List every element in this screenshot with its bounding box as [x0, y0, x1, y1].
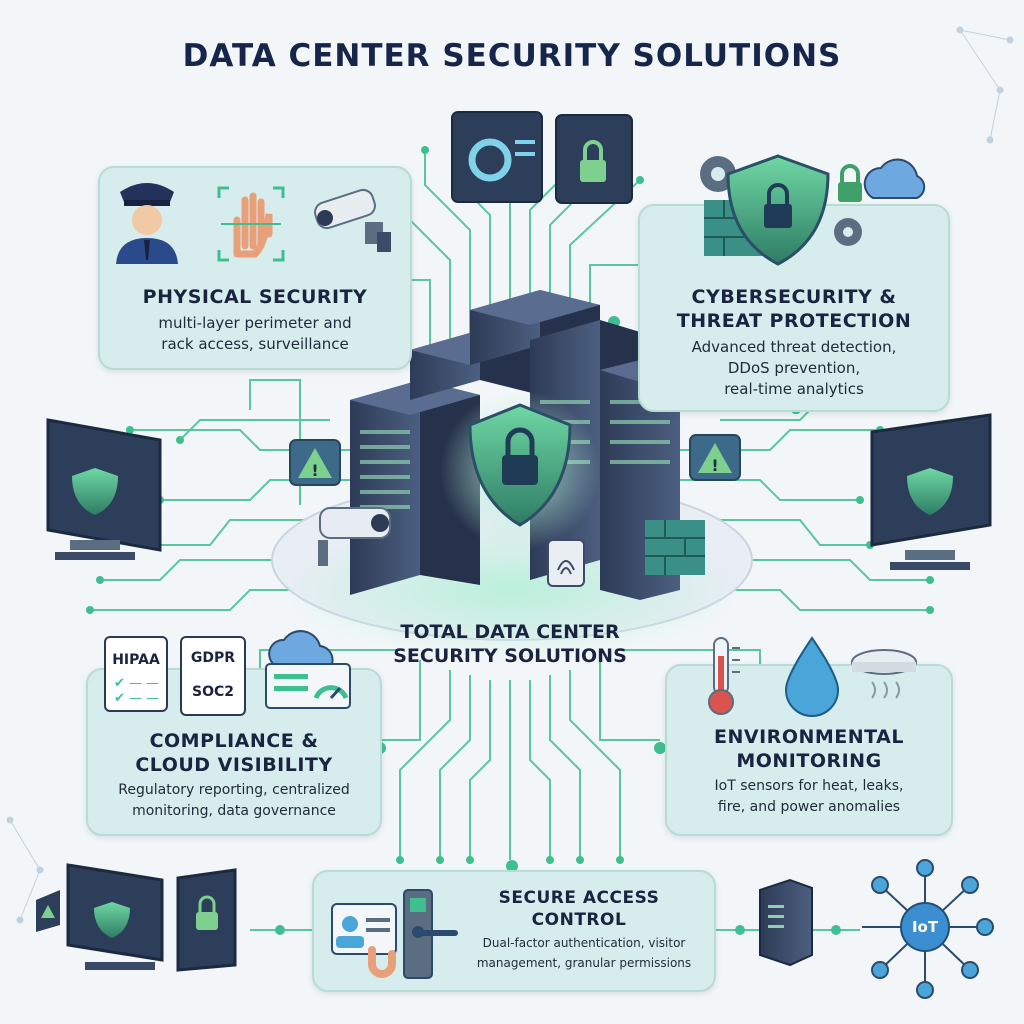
center-title-line-1: TOTAL DATA CENTER	[400, 621, 620, 643]
secure-access-title-1: SECURE ACCESS	[498, 888, 660, 908]
compliance-title-2: CLOUD VISIBILITY	[135, 754, 333, 776]
cybersecurity-desc-2: DDoS prevention,	[727, 359, 861, 377]
cloud-icon-small	[268, 630, 334, 670]
environmental-icons	[708, 636, 917, 717]
iot-hub-icon	[862, 859, 994, 999]
warning-icon-right: !	[689, 434, 741, 481]
cloud-icon	[863, 158, 926, 199]
cybersecurity-title-2: THREAT PROTECTION	[676, 310, 912, 332]
page-title: DATA CENTER SECURITY SOLUTIONS	[182, 38, 842, 74]
dashboard-icon	[265, 630, 351, 709]
environmental-desc-2: fire, and power anomalies	[717, 799, 901, 815]
compliance-desc-1: Regulatory reporting, centralized	[118, 782, 350, 798]
cyber-icons-group	[700, 154, 926, 266]
svg-text:!: !	[311, 461, 318, 480]
check-marks: ✔ — —✔ — —	[114, 676, 160, 706]
badge-gdpr: GDPR	[190, 650, 236, 666]
dashboard-icon-top	[451, 111, 543, 203]
cybersecurity-title-1: CYBERSECURITY &	[691, 286, 897, 308]
server-icon-bottom-right	[759, 878, 813, 967]
compliance-title-1: COMPLIANCE &	[149, 730, 319, 752]
cctv-camera-icon-center	[318, 507, 391, 566]
shield-lock-icon-center	[440, 390, 600, 550]
cybersecurity-desc-3: real-time analytics	[724, 380, 864, 398]
water-drop-icon	[784, 636, 840, 717]
hand-scan-icon	[217, 186, 285, 262]
secure-access-panel: SECURE ACCESS CONTROL Dual-factor authen…	[312, 870, 716, 992]
secure-access-title-2: CONTROL	[531, 910, 627, 930]
monitor-shield-icon-right	[870, 413, 992, 570]
badge-soc2: SOC2	[192, 684, 234, 700]
physical-security-desc-2: rack access, surveillance	[161, 335, 349, 353]
environmental-title-2: MONITORING	[736, 750, 882, 772]
keycard-reader-icon	[331, 889, 458, 979]
cctv-camera-icon	[314, 188, 391, 252]
firewall-icon-center	[645, 520, 705, 575]
iot-label: IoT	[911, 918, 939, 936]
smoke-detector-icon	[851, 649, 917, 699]
physical-security-panel: PHYSICAL SECURITY multi-layer perimeter …	[98, 166, 412, 370]
fingerprint-icon	[547, 539, 585, 587]
door-lock-icon	[403, 889, 458, 979]
padlock-icon	[838, 164, 862, 202]
secure-access-desc-1: Dual-factor authentication, visitor	[482, 936, 686, 950]
monitor-shield-icon-bottom-left	[36, 863, 237, 972]
cybersecurity-desc-1: Advanced threat detection,	[691, 338, 897, 356]
physical-security-title: PHYSICAL SECURITY	[142, 286, 368, 308]
environmental-desc-1: IoT sensors for heat, leaks,	[714, 778, 904, 794]
security-guard-icon	[116, 183, 178, 264]
checklist-icon-hipaa: HIPAA ✔ — —✔ — —	[104, 636, 168, 712]
thermometer-icon	[708, 637, 740, 715]
center-title: TOTAL DATA CENTER SECURITY SOLUTIONS	[330, 620, 690, 668]
compliance-desc-2: monitoring, data governance	[132, 803, 336, 819]
padlock-icon-top	[555, 114, 633, 204]
badge-hipaa: HIPAA	[112, 652, 160, 668]
center-title-line-2: SECURITY SOLUTIONS	[393, 645, 627, 667]
warning-icon-left: !	[289, 439, 341, 486]
network-decoration	[6, 26, 1014, 924]
secure-access-desc-2: management, granular permissions	[476, 956, 692, 970]
environmental-title-1: ENVIRONMENTAL	[714, 726, 904, 748]
monitor-shield-icon-left	[46, 418, 162, 560]
physical-security-desc-1: multi-layer perimeter and	[158, 314, 352, 332]
svg-text:!: !	[711, 456, 718, 475]
checklist-icon-gdpr: GDPR SOC2	[180, 636, 246, 716]
